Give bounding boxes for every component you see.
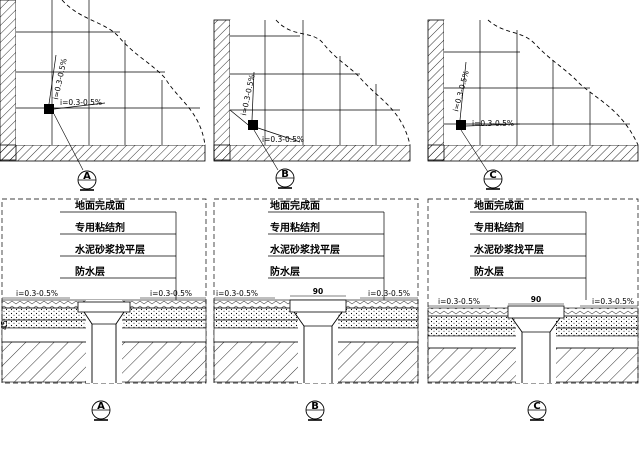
section-a-layer-adhesive: 专用粘结剂 bbox=[75, 221, 125, 234]
section-b-slope-left: i=0.3-0.5% bbox=[216, 289, 258, 298]
section-a-bubble-label: A bbox=[97, 401, 105, 412]
section-b-layer-list: 地面完成面 专用粘结剂 水泥砂浆找平层 防水层 bbox=[268, 199, 385, 300]
plan-b: i=0.3-0.5% i=0.3-0.5% B bbox=[213, 19, 411, 189]
plan-c-slope-horizontal: i=0.3-0.5% bbox=[472, 119, 514, 128]
section-b-layer-screed: 水泥砂浆找平层 bbox=[269, 243, 340, 256]
section-a-layer-list: 地面完成面 专用粘结剂 水泥砂浆找平层 防水层 bbox=[60, 199, 177, 300]
section-c-slope-left: i=0.3-0.5% bbox=[438, 297, 480, 306]
section-a-layer-waterproof: 防水层 bbox=[75, 265, 105, 278]
plan-c-bubble-label: C bbox=[489, 170, 496, 181]
floor-drain-c-icon bbox=[456, 120, 466, 130]
floor-drain-b-icon bbox=[248, 120, 258, 130]
section-a-layer-screed: 水泥砂浆找平层 bbox=[74, 243, 145, 256]
section-c-bubble-label: C bbox=[533, 401, 540, 412]
plan-b-slope-horizontal: i=0.3-0.5% bbox=[262, 135, 304, 144]
section-b-layer-adhesive: 专用粘结剂 bbox=[270, 221, 320, 234]
section-a-slope-right: i=0.3-0.5% bbox=[150, 289, 192, 298]
plan-c: i=0.3-0.5% i=0.3-0.5% C bbox=[427, 19, 639, 190]
section-a: 地面完成面 专用粘结剂 水泥砂浆找平层 防水层 i=0.3-0.5% i=0.3… bbox=[0, 199, 207, 421]
section-b-bubble-label: B bbox=[311, 401, 319, 412]
section-b-drain-width: 90 bbox=[313, 287, 323, 296]
section-c-layer-adhesive: 专用粘结剂 bbox=[474, 221, 524, 234]
section-c-drain-width: 90 bbox=[531, 295, 541, 304]
section-b-layer-finish: 地面完成面 bbox=[270, 199, 320, 212]
section-b-layer-waterproof: 防水层 bbox=[270, 265, 300, 278]
section-a-side-dim: 45 bbox=[0, 320, 9, 330]
section-c-slope-right: i=0.3-0.5% bbox=[592, 297, 634, 306]
section-b-slope-right: i=0.3-0.5% bbox=[368, 289, 410, 298]
plan-a-bubble-label: A bbox=[83, 171, 91, 182]
floor-drain-a-icon bbox=[44, 104, 54, 114]
plan-a: i=0.3-0.5% i=0.3-0.5% A bbox=[0, 0, 206, 191]
plan-b-bubble-label: B bbox=[281, 169, 289, 180]
plan-a-slope-horizontal: i=0.3-0.5% bbox=[60, 98, 102, 107]
section-c: 地面完成面 专用粘结剂 水泥砂浆找平层 防水层 90 i=0.3-0.5% i=… bbox=[427, 199, 639, 421]
section-c-layer-finish: 地面完成面 bbox=[474, 199, 524, 212]
section-c-layer-list: 地面完成面 专用粘结剂 水泥砂浆找平层 防水层 bbox=[470, 199, 587, 300]
section-a-layer-finish: 地面完成面 bbox=[75, 199, 125, 212]
section-a-slope-left: i=0.3-0.5% bbox=[16, 289, 58, 298]
section-b: 地面完成面 专用粘结剂 水泥砂浆找平层 防水层 90 i=0.3-0.5% i=… bbox=[213, 199, 419, 421]
section-c-layer-screed: 水泥砂浆找平层 bbox=[473, 243, 544, 256]
section-c-layer-waterproof: 防水层 bbox=[474, 265, 504, 278]
